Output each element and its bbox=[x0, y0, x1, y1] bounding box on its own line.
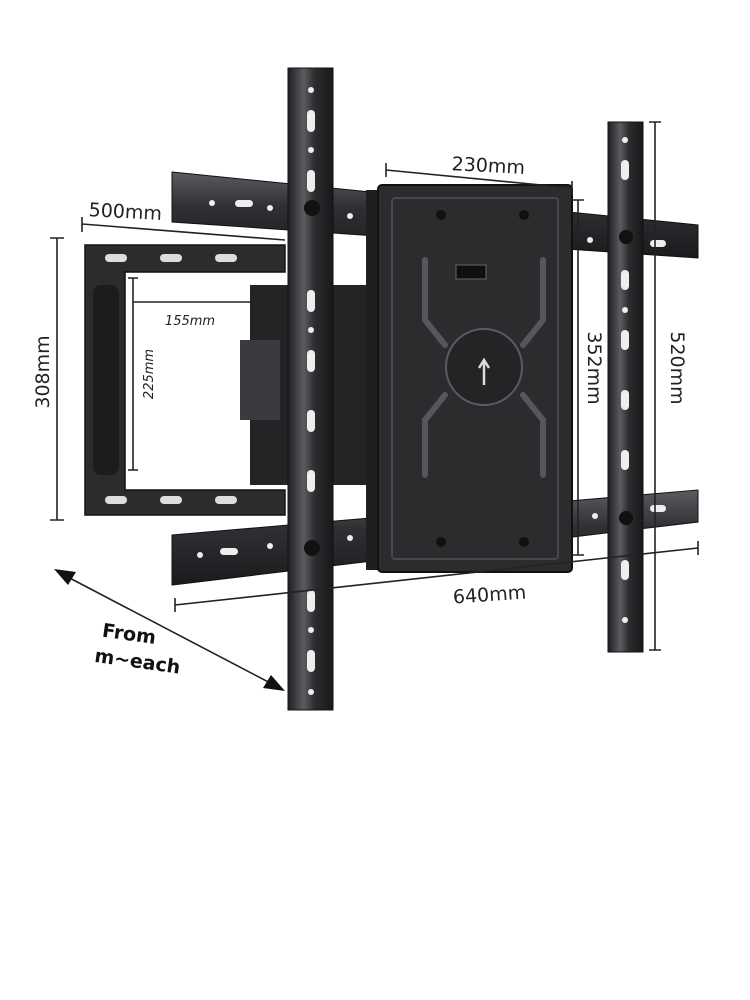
dimension-label-inner-width: 155mm bbox=[165, 314, 215, 329]
dimension-label-rail-height: 520mm bbox=[666, 331, 688, 404]
dimension-label-arm-height: 308mm bbox=[32, 335, 54, 408]
dimension-label-plate-width: 230mm bbox=[451, 153, 525, 179]
right-vertical-rail bbox=[607, 121, 644, 653]
swing-arm-frame bbox=[84, 244, 380, 516]
dimension-label-arm-extension: 500mm bbox=[88, 199, 162, 225]
dimension-lines bbox=[50, 121, 699, 691]
dimension-label-rail-width: 640mm bbox=[452, 581, 527, 608]
note-line-1: From bbox=[101, 620, 158, 649]
up-arrow-icon bbox=[477, 357, 491, 385]
left-vertical-rail bbox=[287, 67, 334, 711]
center-mounting-plate bbox=[366, 184, 573, 573]
dimension-label-plate-height: 352mm bbox=[583, 331, 605, 404]
dimension-label-inner-height: 225mm bbox=[142, 349, 157, 399]
note-line-2: m~each bbox=[93, 645, 181, 679]
wall-distance-note: From m~each bbox=[93, 620, 181, 679]
